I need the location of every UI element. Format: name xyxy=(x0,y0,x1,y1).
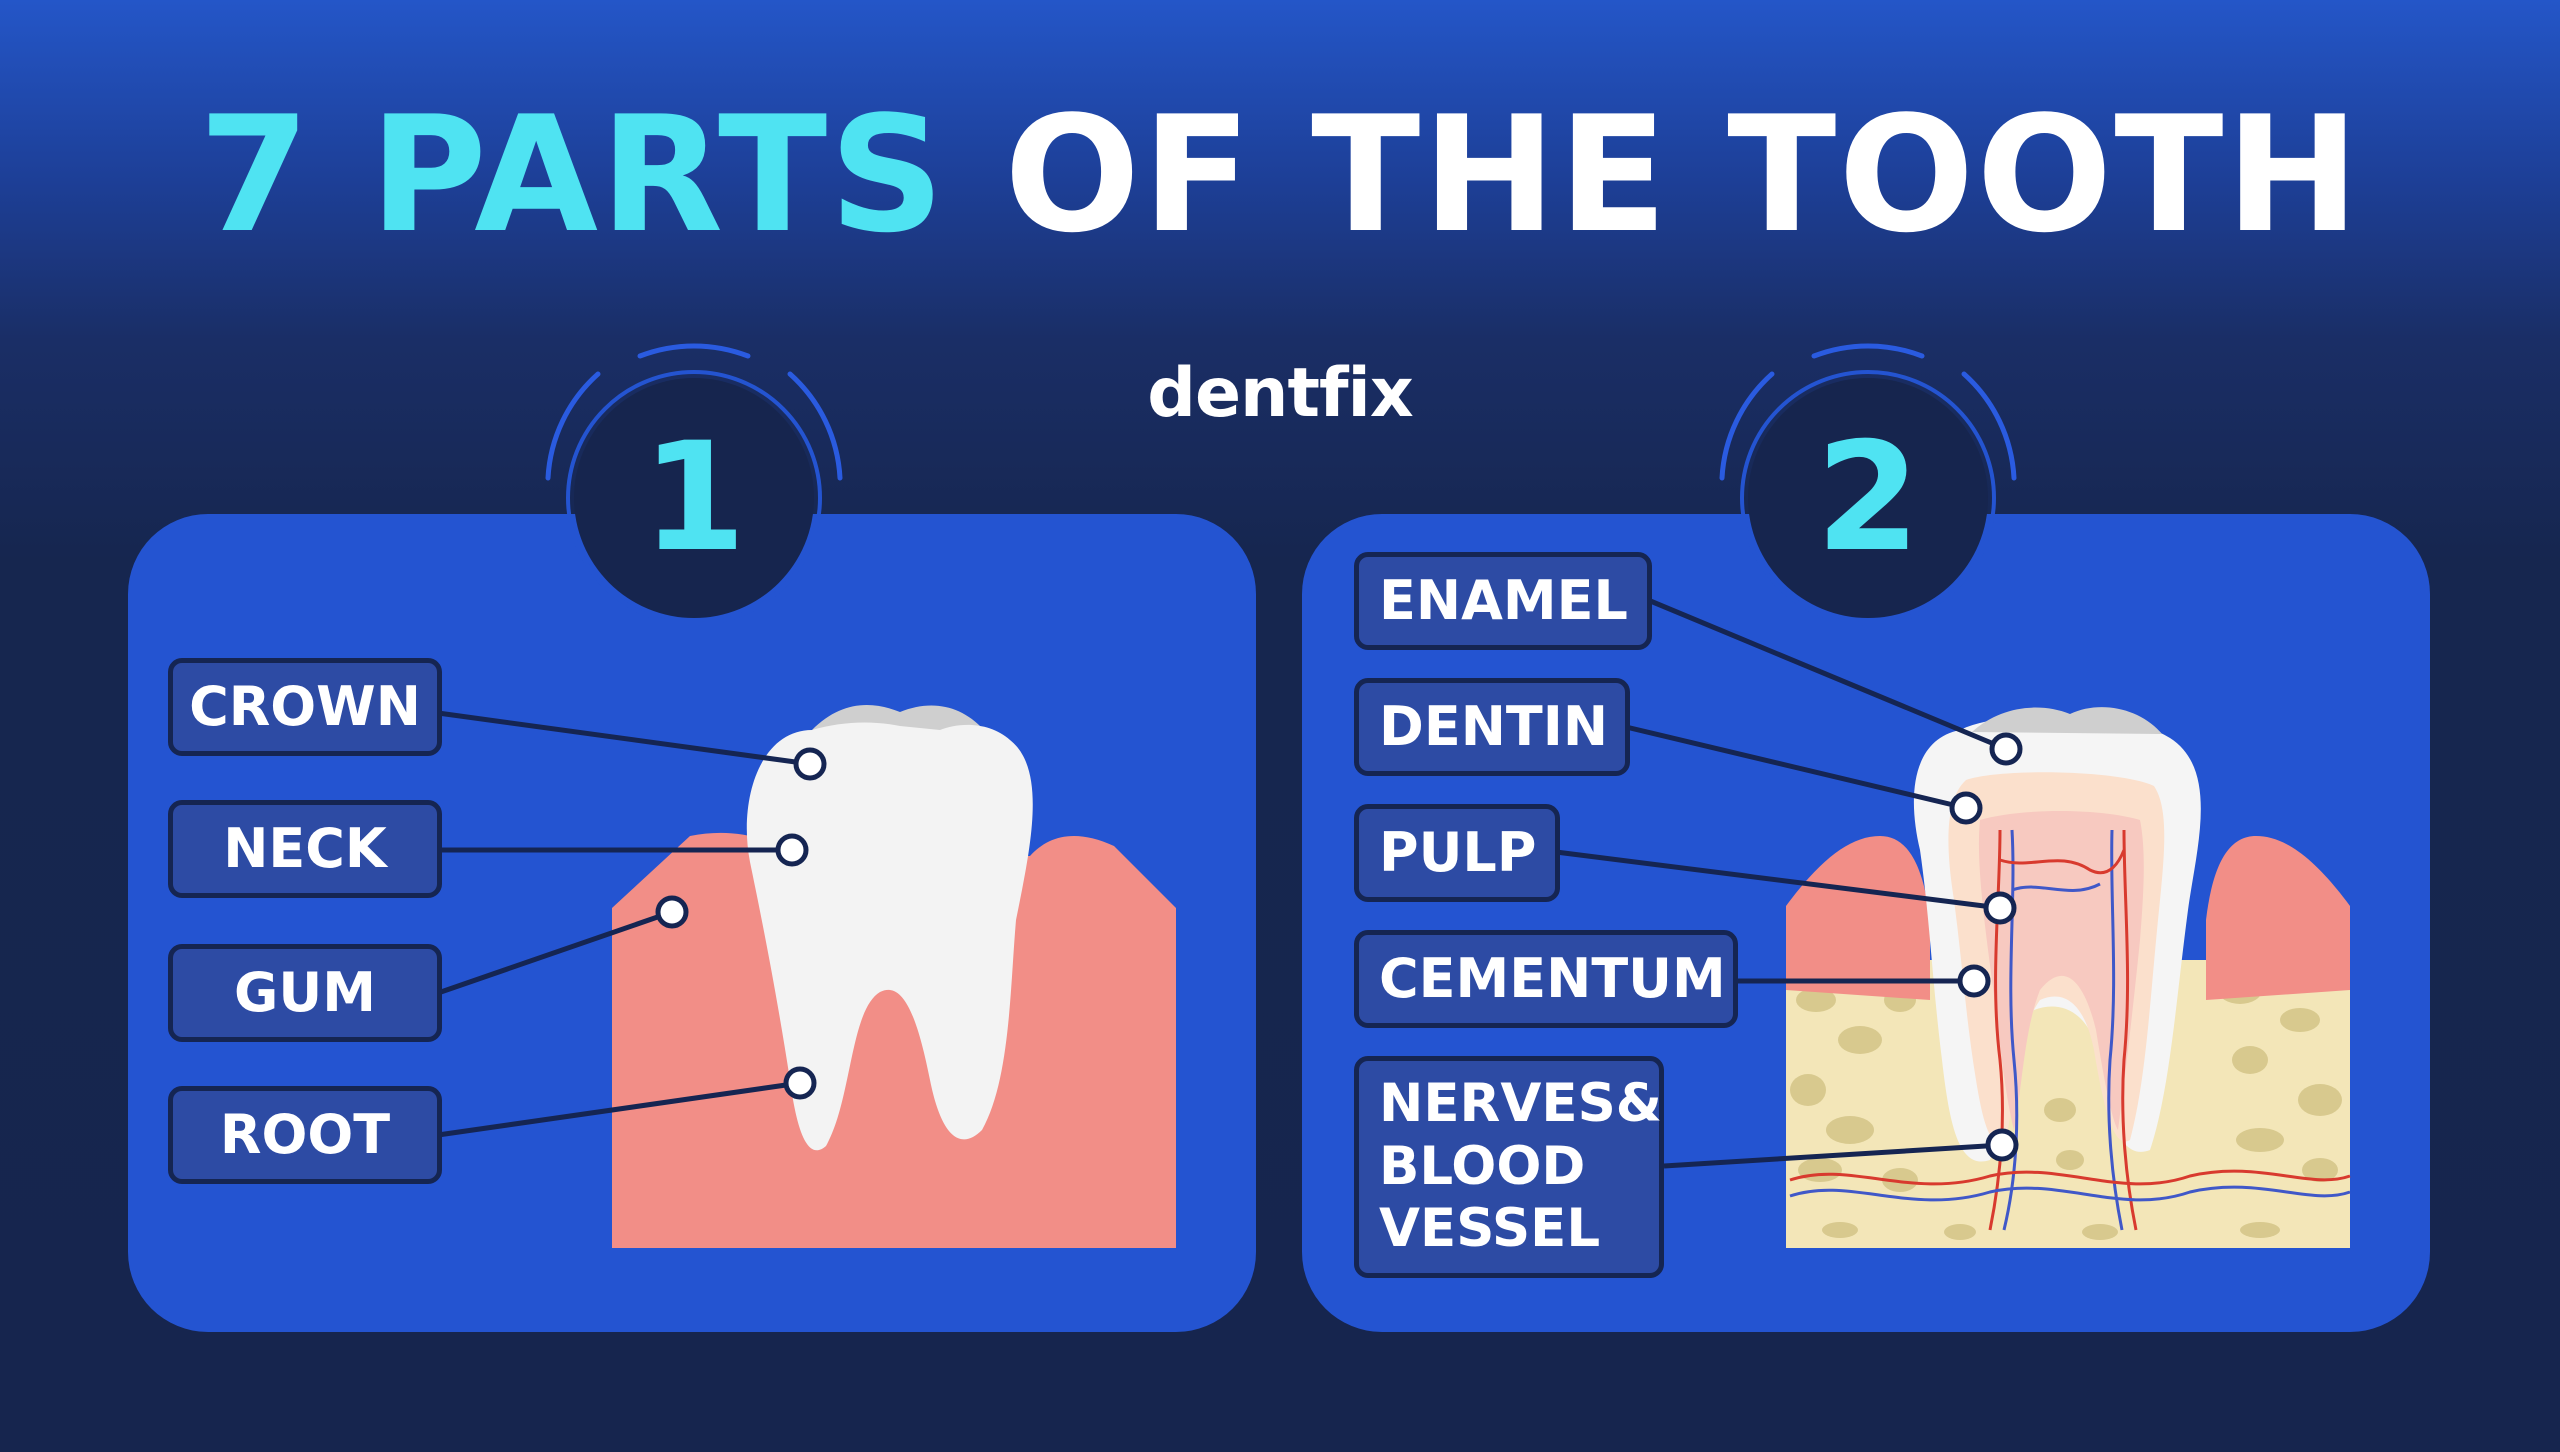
pointer-dot xyxy=(775,833,809,867)
title-rest: OF THE TOOTH xyxy=(1004,81,2362,268)
gum-shape xyxy=(612,832,1176,1248)
label-neck: NECK xyxy=(168,800,442,898)
pointer-dot xyxy=(1957,964,1991,998)
tooth-cross-section-illustration xyxy=(1786,707,2351,1248)
label-cementum: CEMENTUM xyxy=(1354,930,1738,1028)
label-nerves-blood-vessel: NERVES& BLOOD VESSEL xyxy=(1354,1056,1664,1278)
label-enamel: ENAMEL xyxy=(1354,552,1652,650)
pointer-dot xyxy=(793,747,827,781)
label-line: BLOOD xyxy=(1379,1135,1586,1197)
pulp-layer xyxy=(1978,811,2144,1130)
pointer-dot xyxy=(655,895,689,929)
title-accent: 7 PARTS xyxy=(198,81,947,268)
number-badge-2: 2 xyxy=(1748,378,1988,618)
tooth-shape xyxy=(746,722,1033,1151)
badge-number: 1 xyxy=(641,411,747,585)
label-line: VESSEL xyxy=(1379,1198,1601,1260)
pointer-dot xyxy=(783,1066,817,1100)
dentfix-logo: dentfix xyxy=(1147,354,1413,433)
number-badge-1: 1 xyxy=(574,378,814,618)
page-title: 7 PARTS OF THE TOOTH xyxy=(0,95,2560,255)
gum-section xyxy=(1786,836,1930,1000)
label-pulp: PULP xyxy=(1354,804,1560,902)
pointer-dot xyxy=(1985,1128,2019,1162)
label-dentin: DENTIN xyxy=(1354,678,1630,776)
badge-number: 2 xyxy=(1815,411,1921,585)
label-line: NERVES& xyxy=(1379,1073,1662,1135)
tooth-in-gum-illustration xyxy=(612,705,1176,1248)
pointer-dot xyxy=(1983,891,2017,925)
pointer-dot xyxy=(1989,732,2023,766)
label-gum: GUM xyxy=(168,944,442,1042)
label-root: ROOT xyxy=(168,1086,442,1184)
label-crown: CROWN xyxy=(168,658,442,756)
pointer-dot xyxy=(1949,791,1983,825)
